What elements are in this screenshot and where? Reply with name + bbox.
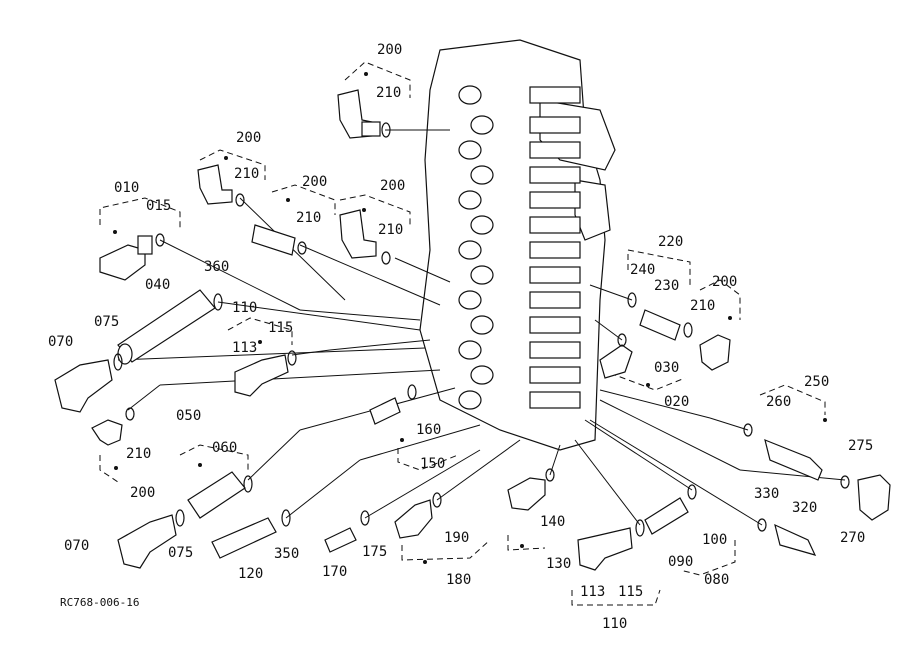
valve-spool [529,191,581,209]
callout-050: 050 [176,408,201,424]
callout-075-bot: 075 [168,545,193,561]
callout-115-bot: 115 [618,584,643,600]
valve-port [470,115,494,135]
valve-port [470,315,494,335]
callout-070-bot: 070 [64,538,89,554]
valve-spool [529,241,581,259]
valve-spool [529,341,581,359]
callout-110-bot: 110 [602,616,627,632]
callout-200-low: 200 [130,485,155,501]
callout-150: 150 [420,456,445,472]
valve-port [470,215,494,235]
callout-020: 020 [664,394,689,410]
callout-275: 275 [848,438,873,454]
valve-spool [529,291,581,309]
callout-090: 090 [668,554,693,570]
callout-190: 190 [444,530,469,546]
callout-010: 010 [114,180,139,196]
valve-port [458,390,482,410]
callout-350: 350 [274,546,299,562]
callout-030: 030 [654,360,679,376]
callout-230: 230 [654,278,679,294]
callout-260: 260 [766,394,791,410]
callout-130: 130 [546,556,571,572]
callout-270: 270 [840,530,865,546]
callout-200-left3: 200 [380,178,405,194]
valve-spool [529,86,581,104]
callout-100: 100 [702,532,727,548]
callout-labels: 200 210 200 210 200 210 200 210 010 015 … [48,42,873,632]
callout-170: 170 [322,564,347,580]
valve-spool [529,166,581,184]
callout-200-right: 200 [712,274,737,290]
valve-spool [529,316,581,334]
group-brackets [99,61,826,606]
valve-port [458,340,482,360]
callout-075-top: 075 [94,314,119,330]
valve-port [470,165,494,185]
callout-175: 175 [362,544,387,560]
callout-210-low: 210 [126,446,151,462]
callout-210-left1: 210 [234,166,259,182]
callout-080: 080 [704,572,729,588]
valve-spool [529,216,581,234]
callout-180: 180 [446,572,471,588]
valve-spool [529,141,581,159]
callout-320: 320 [792,500,817,516]
valve-port [458,240,482,260]
drawing-code: RC768-006-16 [60,596,139,609]
valve-spool [529,266,581,284]
callout-060: 060 [212,440,237,456]
callout-200-top: 200 [377,42,402,58]
valve-spool [529,391,581,409]
callout-113-bot: 113 [580,584,605,600]
valve-port [458,140,482,160]
valve-spool [529,366,581,384]
callout-200-left1: 200 [236,130,261,146]
reference-dots [113,72,827,564]
callout-015: 015 [146,198,171,214]
callout-330: 330 [754,486,779,502]
callout-120: 120 [238,566,263,582]
callout-160: 160 [416,422,441,438]
callout-040: 040 [145,277,170,293]
callout-240: 240 [630,262,655,278]
valve-port [470,265,494,285]
callout-113-mid: 113 [232,340,257,356]
callout-110-mid: 110 [232,300,257,316]
callout-210-left2: 210 [296,210,321,226]
control-valve-body [419,39,616,451]
callout-210-top: 210 [376,85,401,101]
callout-210-left3: 210 [378,222,403,238]
callout-250: 250 [804,374,829,390]
callout-220: 220 [658,234,683,250]
valve-port [458,85,482,105]
callout-200-left2: 200 [302,174,327,190]
callout-070-top: 070 [48,334,73,350]
callout-210-right: 210 [690,298,715,314]
callout-360: 360 [204,259,229,275]
callout-140: 140 [540,514,565,530]
valve-port [470,365,494,385]
valve-port [458,190,482,210]
valve-port [458,290,482,310]
valve-spool [529,116,581,134]
fittings [54,89,891,571]
callout-115-mid: 115 [268,320,293,336]
